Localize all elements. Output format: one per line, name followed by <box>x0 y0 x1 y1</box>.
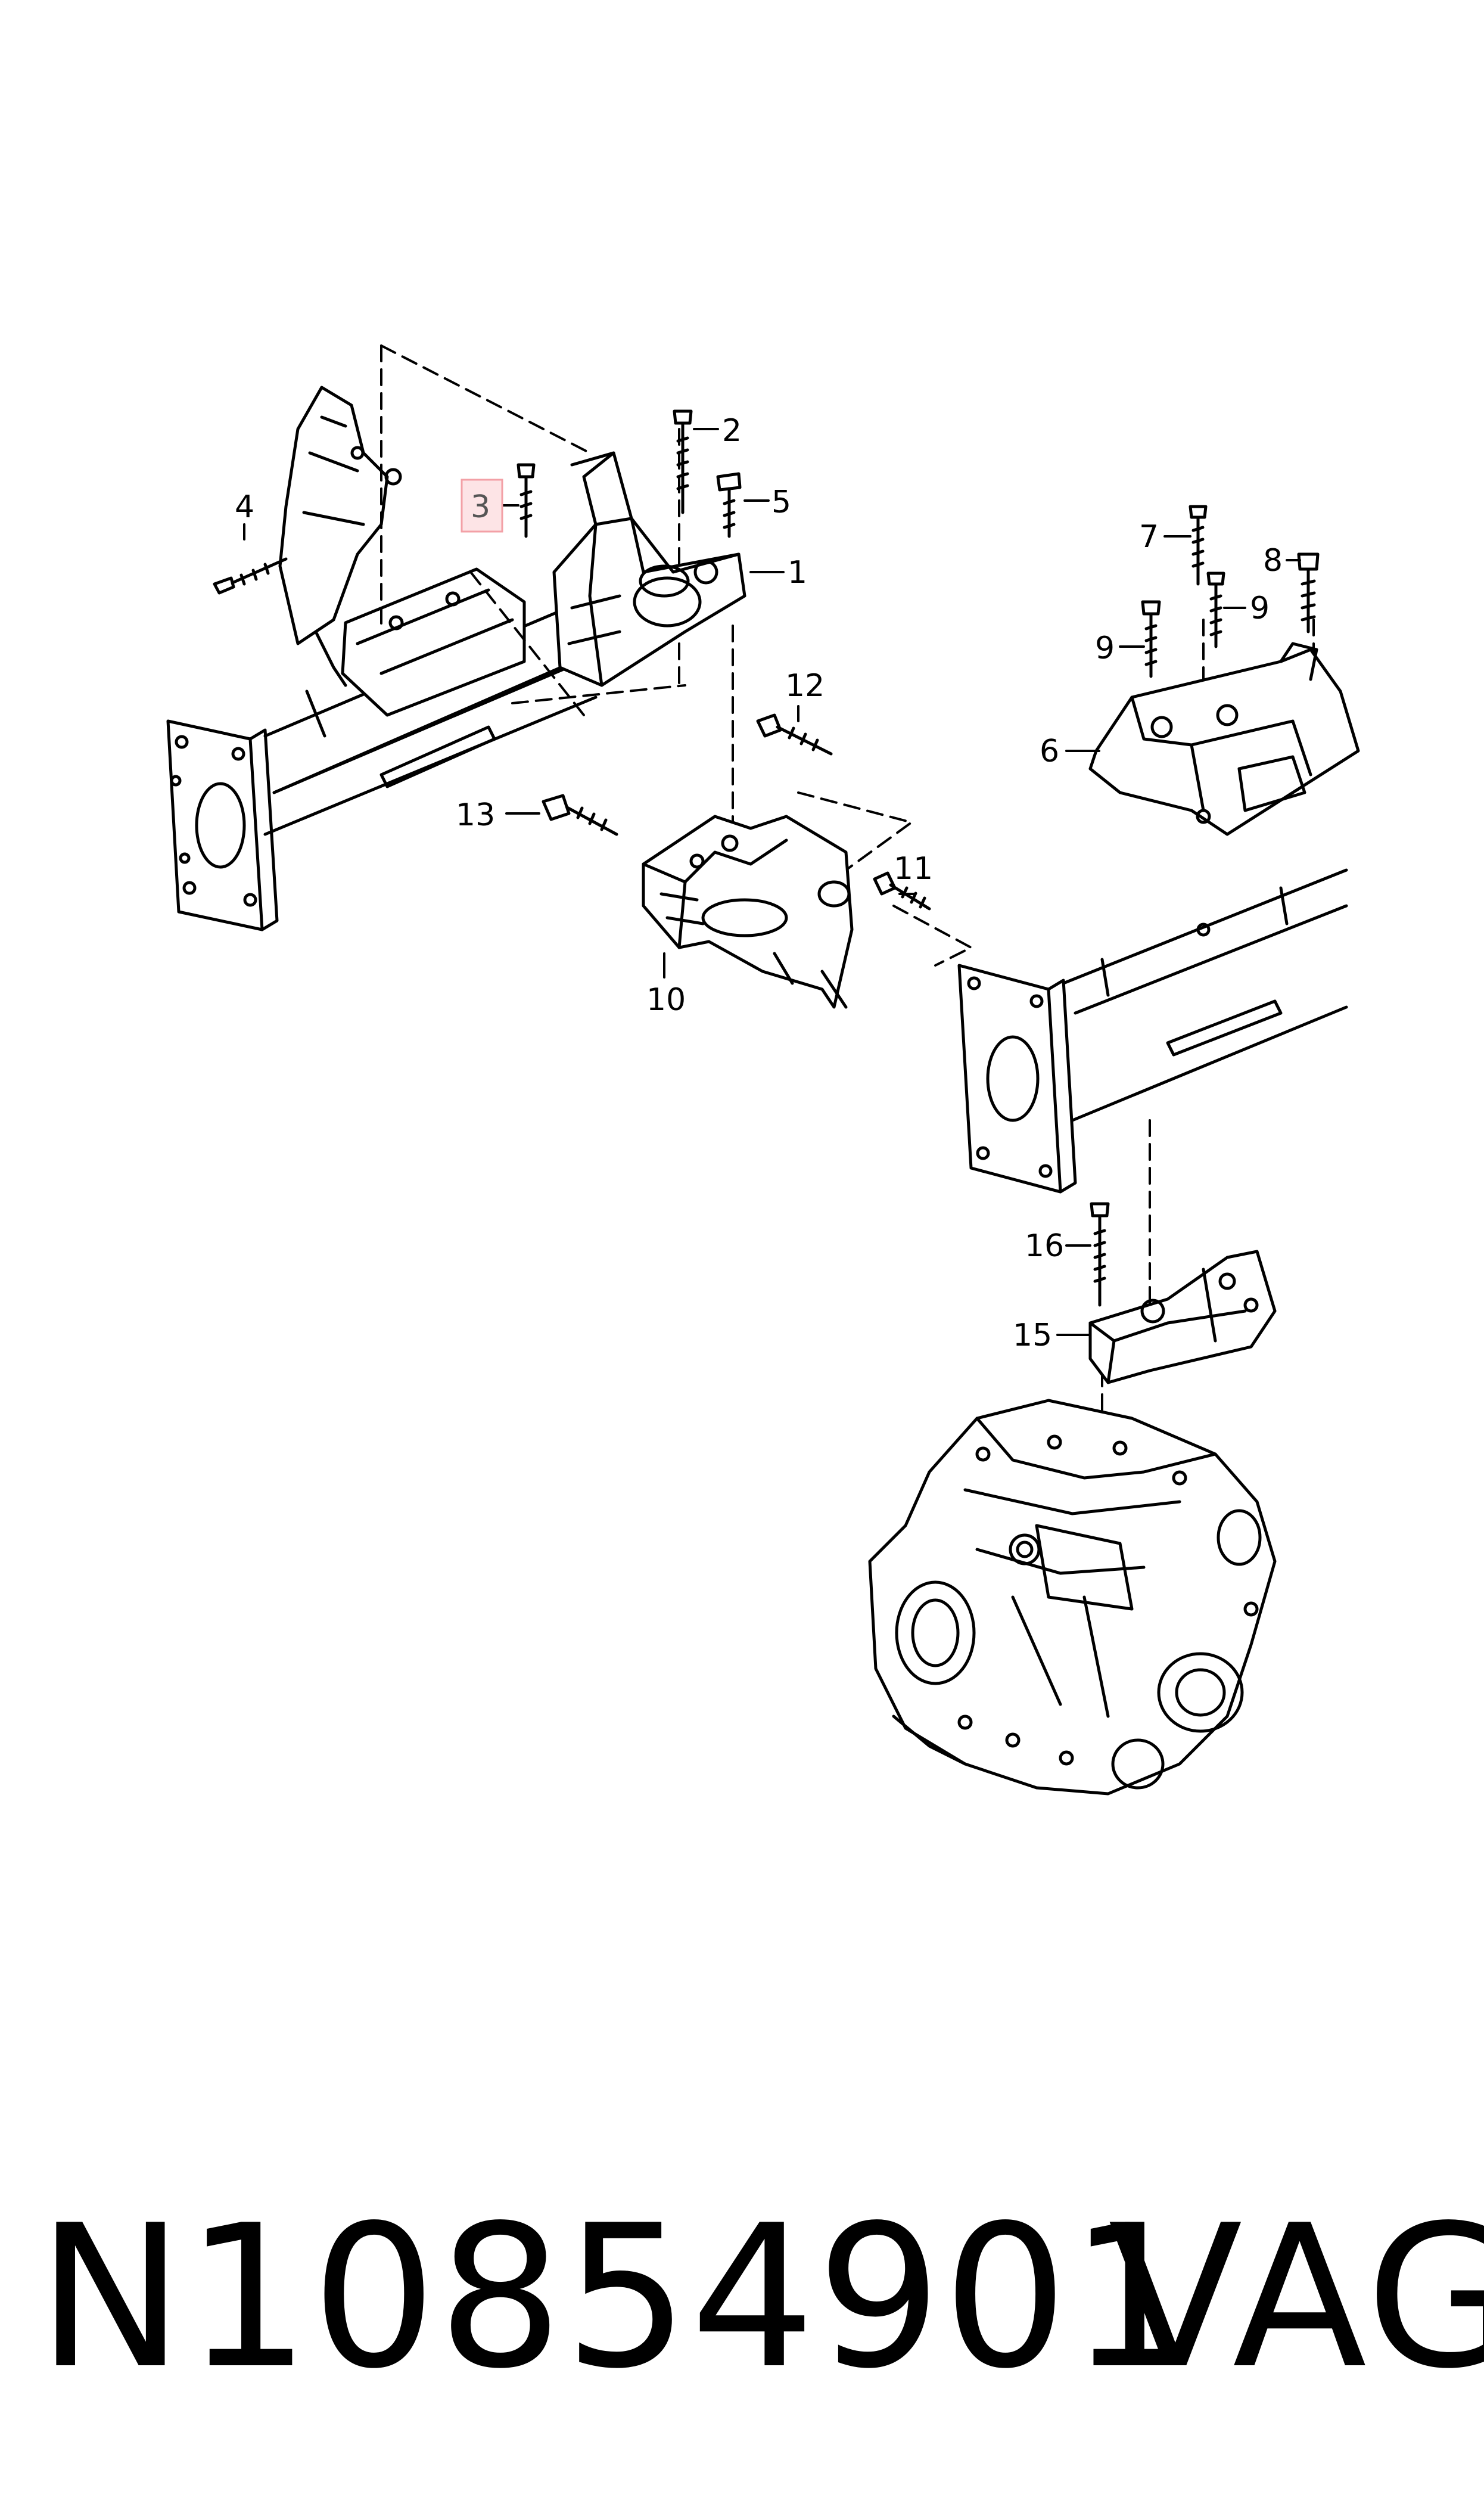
left-frame-rail <box>166 386 603 931</box>
callout-leaders <box>243 428 1301 1336</box>
engine-mount-part-1 <box>552 451 746 687</box>
brand-name: VAG <box>1108 2183 1484 2412</box>
callout-12: 12 <box>785 668 825 704</box>
part-number: N10854901 <box>37 2183 1196 2412</box>
bolt-7 <box>1189 505 1208 586</box>
callout-3: 3 <box>471 489 490 525</box>
callout-11: 11 <box>894 851 933 887</box>
bolt-5 <box>716 472 742 538</box>
callout-13: 13 <box>456 797 495 833</box>
callout-4: 4 <box>235 489 254 525</box>
callout-16: 16 <box>1025 1228 1064 1264</box>
bolt-8 <box>1297 552 1320 633</box>
bolt-4 <box>213 557 288 595</box>
callout-1: 1 <box>788 555 807 591</box>
callout-10: 10 <box>646 982 686 1018</box>
callout-2: 2 <box>722 413 742 449</box>
bolt-16 <box>1090 1202 1110 1307</box>
bolt-12 <box>756 713 833 756</box>
callout-6: 6 <box>1040 734 1059 769</box>
bolt-3 <box>517 463 536 538</box>
callout-7: 7 <box>1139 519 1159 555</box>
callout-9-left: 9 <box>1095 630 1115 666</box>
callout-3-highlight <box>461 479 503 533</box>
gearbox-bracket-part-15 <box>1088 1250 1277 1384</box>
right-frame-rail <box>957 868 1348 1194</box>
callout-9-right: 9 <box>1250 591 1270 626</box>
bolt-9-left <box>1141 600 1161 678</box>
bolt-9-right <box>1206 571 1225 648</box>
callout-8: 8 <box>1263 543 1283 579</box>
bolt-11 <box>873 871 931 911</box>
callout-15: 15 <box>1013 1318 1052 1353</box>
callout-5: 5 <box>771 484 791 520</box>
bolt-2 <box>673 409 693 514</box>
gearbox-assembly <box>868 1399 1277 1796</box>
bolt-13 <box>542 794 618 836</box>
engine-mount-part-10 <box>642 815 854 1009</box>
gearbox-mount-part-6 <box>1088 642 1360 836</box>
